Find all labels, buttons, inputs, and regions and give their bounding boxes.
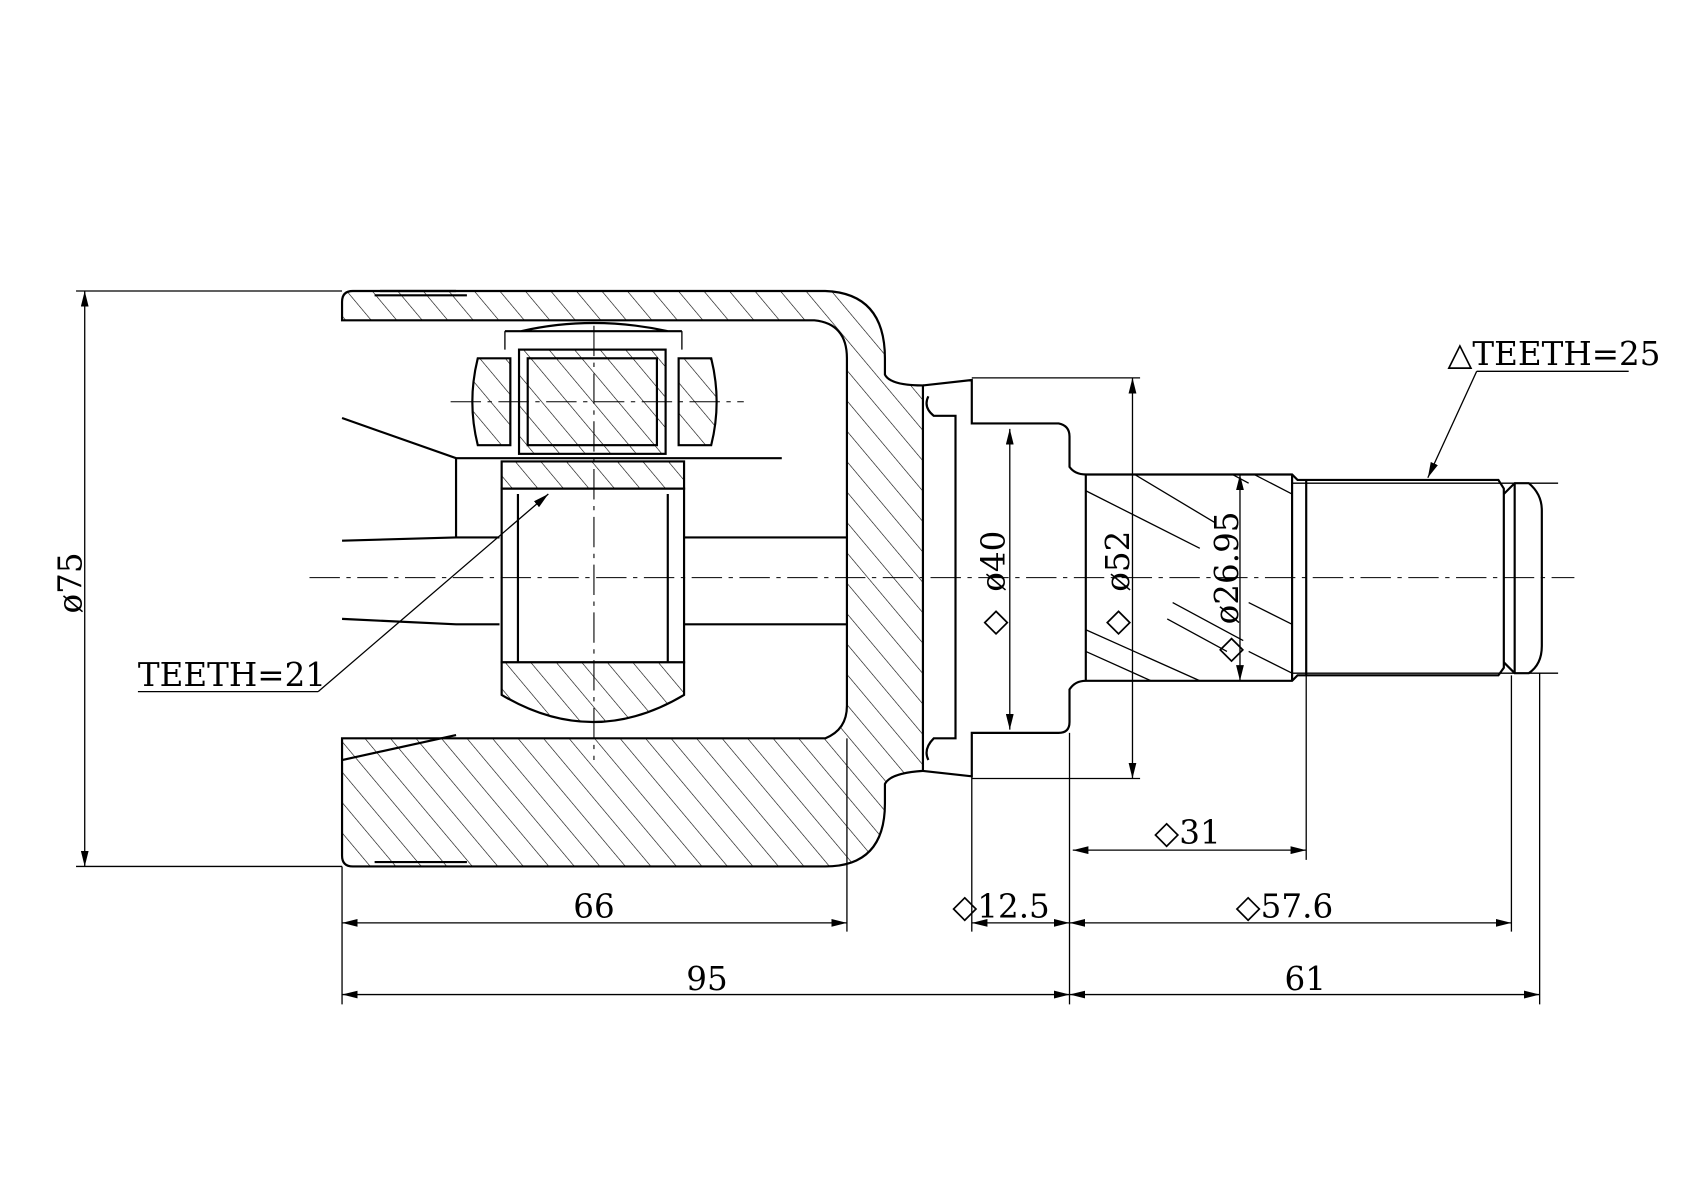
dim-shaft-length: 61 [1284,960,1325,998]
dim-spline-diameter: ø26.95 [1208,511,1246,624]
teeth-outer-label: △TEETH=25 [1447,335,1660,373]
diamond-marker-40: ◇ [974,610,1012,635]
dim-housing-length: 95 [686,960,727,998]
teeth-inner-label: TEETH=21 [138,656,326,694]
dim-shoulder-diameter: ø52 [1099,531,1137,592]
housing-interior [341,416,847,762]
diamond-marker-52: ◇ [1097,610,1135,635]
annotations: △TEETH=25 TEETH=21 [138,335,1661,694]
housing [340,289,925,868]
dim-outer-diameter: ø75 [51,552,89,613]
dimensions: ø75 66 95 ◇12.5 ◇57.6 61 ◇31 ø40 ◇ ø52 ◇… [51,290,1559,1005]
dim-flange-diameter: ø40 [974,531,1012,592]
dim-flange-width: ◇12.5 [952,887,1050,925]
tripod-spider [471,321,718,723]
dim-housing-depth: 66 [573,887,614,925]
dim-spline-length: ◇31 [1154,814,1220,852]
diamond-marker-26: ◇ [1210,637,1248,662]
dim-shaft-length-groove: ◇57.6 [1236,887,1334,925]
